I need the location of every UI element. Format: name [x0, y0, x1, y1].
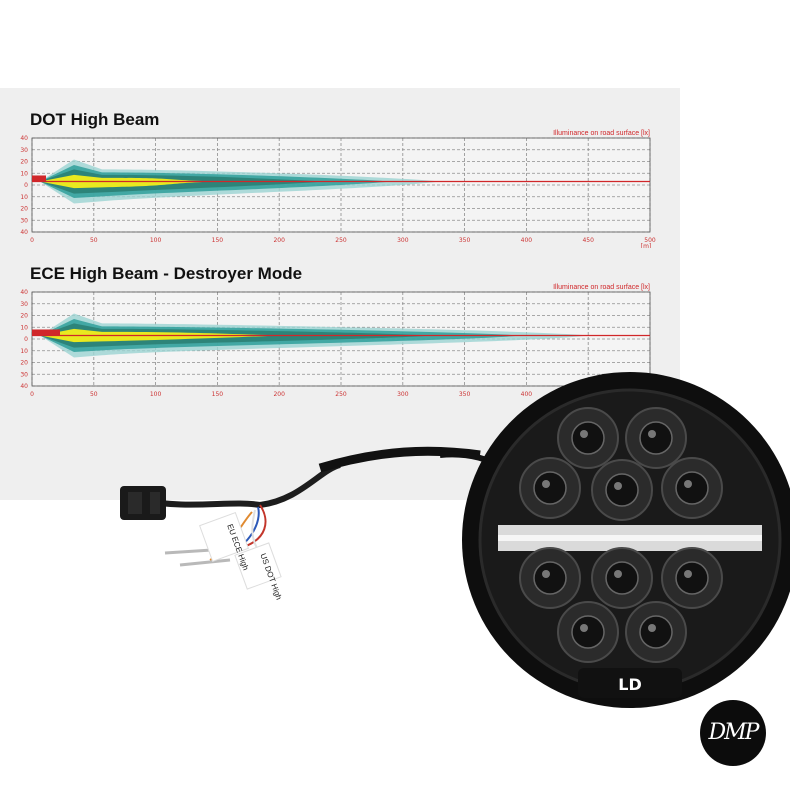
legend-label: Illuminance on road surface [lx] — [553, 284, 650, 291]
y-tick-label: 20 — [20, 360, 28, 367]
led-lens — [571, 421, 605, 455]
y-tick-label: 10 — [20, 324, 28, 331]
headlight-badge: LD — [618, 675, 641, 694]
led-lens — [675, 561, 709, 595]
led-lens — [533, 471, 567, 505]
origin-marker — [32, 329, 60, 336]
led-pods — [519, 407, 723, 663]
led-lens — [675, 471, 709, 505]
y-tick-label: 30 — [20, 147, 28, 154]
x-tick-label: 500 — [644, 237, 656, 244]
led-highlight — [684, 570, 692, 578]
led-highlight — [614, 570, 622, 578]
x-tick-label: 250 — [335, 391, 347, 398]
wire-tag-2 — [234, 542, 282, 590]
x-tick-label: 150 — [212, 237, 224, 244]
y-tick-label: 40 — [20, 135, 28, 142]
y-tick-label: 20 — [20, 206, 28, 213]
connector — [120, 486, 166, 520]
y-tick-label: 30 — [20, 301, 28, 308]
led-highlight — [542, 570, 550, 578]
x-tick-label: 400 — [521, 237, 533, 244]
y-tick-label: 20 — [20, 159, 28, 166]
x-tick-label: 300 — [397, 391, 409, 398]
x-tick-label: 450 — [582, 237, 594, 244]
y-tick-label: 10 — [20, 194, 28, 201]
y-tick-label: 40 — [20, 229, 28, 236]
plot-border — [31, 137, 651, 233]
y-tick-label: 20 — [20, 313, 28, 320]
led-highlight — [614, 482, 622, 490]
x-tick-label: 50 — [90, 391, 98, 398]
led-highlight — [648, 624, 656, 632]
x-tick-label: 400 — [521, 391, 533, 398]
y-tick-label: 10 — [20, 170, 28, 177]
x-tick-label: 350 — [459, 237, 471, 244]
led-lens — [639, 421, 673, 455]
brand-logo-text: DMP — [708, 720, 760, 745]
x-tick-label: 200 — [273, 391, 285, 398]
brand-logo: DMP — [700, 700, 766, 766]
x-tick-label: 100 — [150, 391, 162, 398]
plot-border — [31, 291, 651, 387]
x-tick-label: 300 — [397, 237, 409, 244]
led-highlight — [542, 480, 550, 488]
y-tick-label: 0 — [24, 336, 28, 343]
main-cable — [139, 462, 341, 509]
chart-title-ece: ECE High Beam - Destroyer Mode — [30, 264, 303, 283]
x-tick-label: 0 — [30, 237, 34, 244]
led-lens — [605, 473, 639, 507]
y-tick-label: 10 — [20, 348, 28, 355]
led-highlight — [580, 430, 588, 438]
y-tick-label: 40 — [20, 289, 28, 296]
led-highlight — [648, 430, 656, 438]
x-tick-label: 0 — [30, 391, 34, 398]
x-tick-label: 50 — [90, 237, 98, 244]
origin-marker — [32, 175, 46, 182]
led-lens — [605, 561, 639, 595]
led-lens — [533, 561, 567, 595]
legend-label: Illuminance on road surface [lx] — [553, 130, 650, 137]
x-tick-label: 200 — [273, 237, 285, 244]
x-tick-label: 350 — [459, 391, 471, 398]
y-tick-label: 30 — [20, 217, 28, 224]
y-tick-label: 0 — [24, 182, 28, 189]
chart-title-dot: DOT High Beam — [30, 110, 160, 129]
x-tick-label: 150 — [212, 391, 224, 398]
led-highlight — [684, 480, 692, 488]
y-tick-label: 30 — [20, 371, 28, 378]
x-unit-label: [m] — [641, 243, 652, 248]
led-lens — [571, 615, 605, 649]
wire-tag-1 — [199, 512, 249, 562]
led-highlight — [580, 624, 588, 632]
x-tick-label: 100 — [150, 237, 162, 244]
x-tick-label: 250 — [335, 237, 347, 244]
y-tick-label: 40 — [20, 383, 28, 390]
led-lens — [639, 615, 673, 649]
